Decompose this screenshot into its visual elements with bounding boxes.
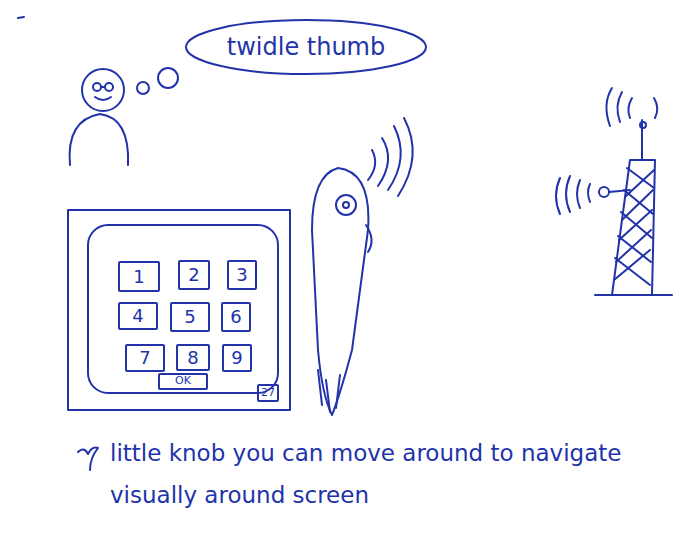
node-text: 5 <box>184 307 195 327</box>
radio-tower <box>556 88 672 295</box>
remote-device <box>312 118 413 415</box>
node-text: OK <box>175 375 191 387</box>
keypad-button: 9 <box>222 344 252 372</box>
node-text: twidle thumb <box>227 34 385 60</box>
node-text: 3 <box>236 265 247 285</box>
keypad-button: 6 <box>221 302 251 332</box>
keypad-button: 8 <box>176 344 210 371</box>
thought-dot <box>137 82 149 94</box>
keypad-button: 3 <box>227 260 257 290</box>
node-text: 1 <box>133 267 144 287</box>
stray-mark <box>18 17 24 18</box>
node-text: 9 <box>231 348 242 368</box>
node-text: 4 <box>132 306 143 326</box>
keypad-button: 7 <box>125 344 165 372</box>
ok-button: OK <box>158 373 208 390</box>
pointer-mark <box>78 448 98 470</box>
keypad-button: 1 <box>118 261 160 292</box>
keypad-button: 5 <box>170 302 210 332</box>
keypad-button: 4 <box>118 302 158 330</box>
node-text: 6 <box>230 307 241 327</box>
thought-bubble: twidle thumb <box>184 18 428 76</box>
node-text: 7 <box>139 348 150 368</box>
annotation-note: little knob you can move around to navig… <box>110 432 670 516</box>
node-text: 8 <box>187 348 198 368</box>
thought-dot <box>158 68 178 88</box>
touch-screen <box>68 210 290 410</box>
person-figure <box>70 69 129 165</box>
page-number-box: 27 <box>257 384 279 402</box>
node-text: 2 <box>188 265 199 285</box>
node-text: 27 <box>261 387 275 399</box>
keypad-button: 2 <box>178 260 210 290</box>
